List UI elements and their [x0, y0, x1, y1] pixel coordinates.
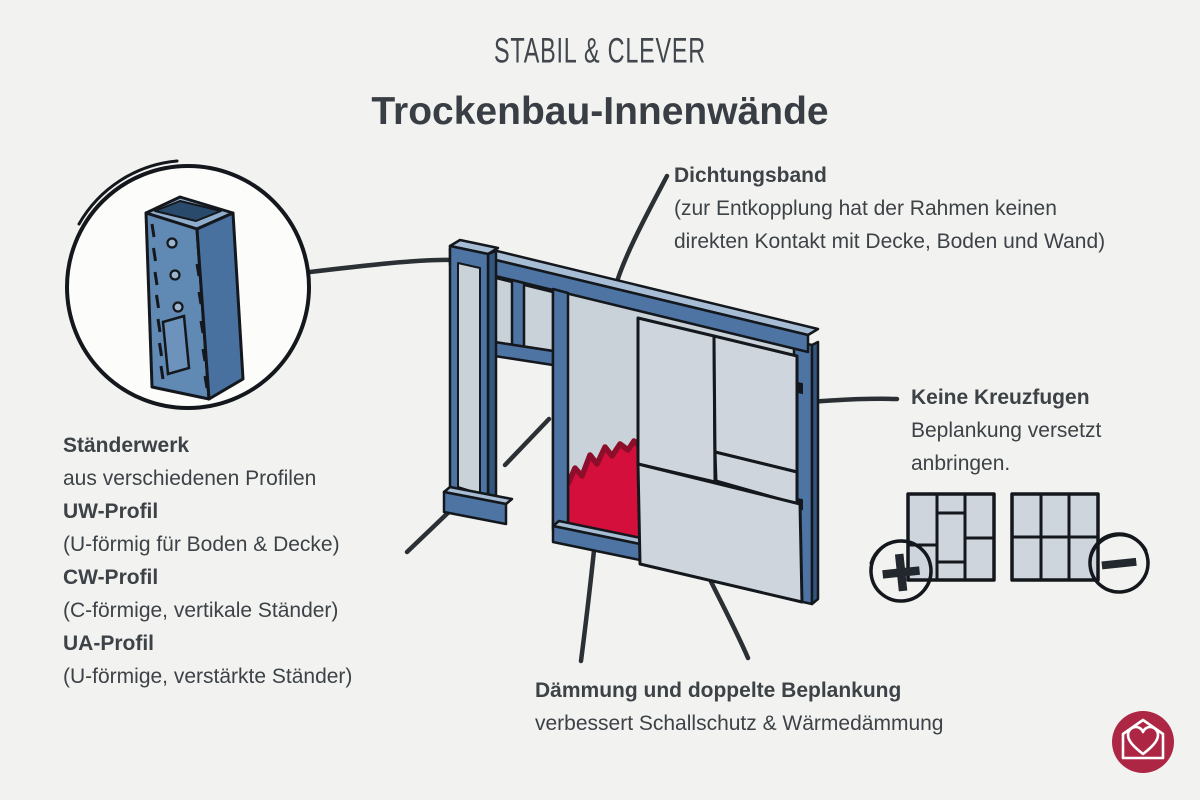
- note-line: (C-förmige, vertikale Ständer): [63, 599, 339, 622]
- end-stud-lip: [798, 382, 803, 395]
- note-line: (U-förmig für Boden & Decke): [63, 533, 340, 556]
- note-term: UW-Profil: [63, 500, 159, 523]
- plus-icon: +: [869, 536, 933, 607]
- note-line: (zur Entkopplung hat der Rahmen keinen: [674, 197, 1057, 220]
- callout-line-dichtungsband: [612, 173, 670, 291]
- metal-profile-icon: [144, 195, 245, 401]
- note-line: Beplankung versetzt: [911, 419, 1102, 442]
- panel-layout-correct: +: [869, 492, 996, 607]
- stud-above-door: [510, 278, 526, 351]
- profile-detail: [65, 159, 311, 410]
- page-title: Trockenbau-Innenwände: [371, 90, 829, 133]
- note-line: verbessert Schallschutz & Wärmedämmung: [535, 712, 944, 735]
- note-line: aus verschiedenen Profilen: [63, 467, 317, 490]
- insulation-top-edge: [565, 438, 642, 486]
- profile-slots: [150, 223, 209, 389]
- tagline: STABIL & CLEVER: [494, 32, 706, 71]
- detail-circle-sketch-stroke: [77, 159, 179, 226]
- note-kreuzfugen: Keine Kreuzfugen Beplankung versetzt anb…: [911, 381, 1101, 480]
- house-heart-icon: [1121, 718, 1165, 760]
- profile-knockout: [161, 314, 191, 376]
- profile-hole: [166, 237, 178, 249]
- note-staenderwerk: Ständerwerk aus verschiedenen Profilen U…: [63, 429, 352, 693]
- note-term: UA-Profil: [63, 632, 154, 655]
- note-line: anbringen.: [911, 452, 1011, 475]
- panel-layout-wrong: −: [1010, 492, 1150, 596]
- front-panel: [636, 462, 804, 604]
- note-title: Dichtungsband: [674, 164, 827, 187]
- callout-line-staenderwerk-b: [502, 416, 552, 468]
- callout-line-staenderwerk-a: [404, 506, 455, 555]
- note-term: CW-Profil: [63, 566, 159, 589]
- left-column-panel: [457, 262, 481, 495]
- note-line: direkten Kontakt mit Decke, Boden und Wa…: [674, 230, 1106, 253]
- svg-text:+: +: [874, 537, 927, 607]
- callout-line-profile-detail: [307, 257, 455, 275]
- brand-logo: [1112, 711, 1174, 773]
- svg-text:−: −: [1094, 531, 1144, 595]
- note-title: Ständerwerk: [63, 434, 190, 457]
- note-dichtungsband: Dichtungsband (zur Entkopplung hat der R…: [674, 159, 1105, 258]
- profile-hole: [169, 269, 181, 281]
- detail-circle-sketch-stroke: [93, 164, 250, 211]
- profile-hole: [172, 301, 184, 313]
- note-title: Keine Kreuzfugen: [911, 386, 1090, 409]
- cw-stud: [551, 287, 570, 536]
- note-line: (U-förmige, verstärkte Ständer): [63, 665, 353, 688]
- minus-icon: −: [1088, 530, 1150, 596]
- end-stud-side: [810, 340, 820, 606]
- front-panel: [636, 316, 717, 484]
- front-panel: [712, 334, 799, 474]
- note-title: Dämmung und doppelte Beplankung: [535, 679, 902, 702]
- column-base: [442, 490, 508, 526]
- wall-diagram: [442, 238, 820, 606]
- note-daemmung: Dämmung und doppelte Beplankung verbesse…: [535, 674, 944, 740]
